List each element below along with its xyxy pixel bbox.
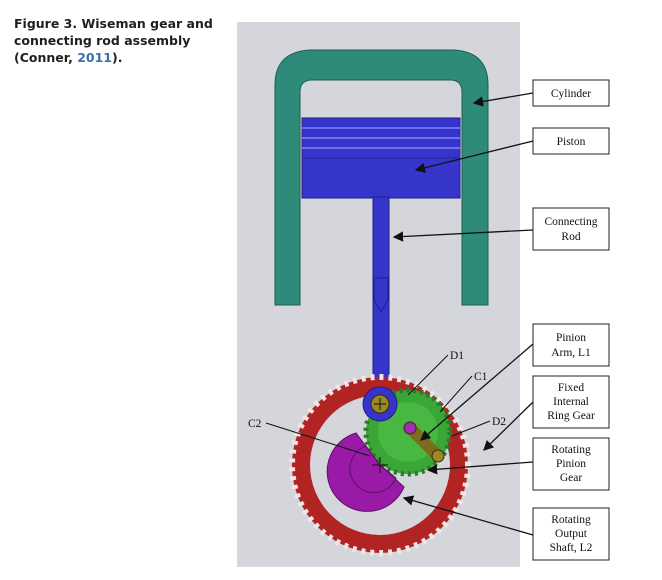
rotating-output-shaft xyxy=(326,432,405,512)
label-c2: C2 xyxy=(248,418,262,430)
callout-ring-line3: Ring Gear xyxy=(547,410,595,422)
callout-ring-line1: Fixed xyxy=(558,382,584,394)
caption-citation-year[interactable]: 2011 xyxy=(77,50,112,65)
c1-leader xyxy=(439,375,473,413)
pinion-arm xyxy=(403,421,445,463)
connecting-rod xyxy=(372,196,390,393)
callout-pinion-arm: Pinion Arm, L1 xyxy=(532,323,610,367)
callout-pinion-line3: Gear xyxy=(560,472,583,484)
d1-leader xyxy=(407,354,449,396)
label-d2: D2 xyxy=(492,416,506,428)
callout-ring-line2: Internal xyxy=(553,396,589,408)
center-crosshair xyxy=(372,457,388,473)
label-d1: D1 xyxy=(450,350,464,362)
c2-leader xyxy=(265,422,371,457)
callout-pinion-arm-line1: Pinion xyxy=(556,332,586,344)
figure-caption: Figure 3. Wiseman gear and connecting ro… xyxy=(14,15,214,66)
pinion-gear-arrow xyxy=(426,461,534,475)
connecting-rod-big-end xyxy=(362,386,398,422)
callout-fixed-ring-gear: Fixed Internal Ring Gear xyxy=(532,375,610,429)
output-shaft-arrow xyxy=(402,495,534,536)
callout-piston: Piston xyxy=(532,127,610,155)
callout-pinion-line2: Pinion xyxy=(556,458,586,470)
callout-connecting-rod-line2: Rod xyxy=(561,231,580,243)
ring-gear-arrow xyxy=(483,401,534,451)
piston-arrow xyxy=(414,140,534,173)
callout-rotating-output-shaft: Rotating Output Shaft, L2 xyxy=(532,507,610,561)
connecting-rod-arrow xyxy=(392,229,534,242)
caption-end: ). xyxy=(111,50,123,65)
callout-connecting-rod-line1: Connecting xyxy=(544,216,597,228)
callout-cylinder: Cylinder xyxy=(532,79,610,107)
pinion-arm-arrow xyxy=(420,343,534,441)
callout-connecting-rod: Connecting Rod xyxy=(532,207,610,251)
label-c1: C1 xyxy=(474,371,488,383)
d2-leader xyxy=(451,420,491,437)
callout-shaft-line3: Shaft, L2 xyxy=(550,542,593,554)
callout-cylinder-text: Cylinder xyxy=(551,88,591,100)
cylinder xyxy=(274,49,489,306)
caption-text: Figure 3. Wiseman gear and connecting ro… xyxy=(14,16,213,65)
cylinder-arrow xyxy=(472,92,534,107)
callout-pinion-arm-line2: Arm, L1 xyxy=(551,347,591,359)
callout-pinion-line1: Rotating xyxy=(551,444,591,456)
callout-rotating-pinion-gear: Rotating Pinion Gear xyxy=(532,437,610,491)
piston xyxy=(301,117,461,199)
callout-shaft-line2: Output xyxy=(555,528,588,540)
callout-piston-text: Piston xyxy=(557,136,586,148)
callout-shaft-line1: Rotating xyxy=(551,514,591,526)
